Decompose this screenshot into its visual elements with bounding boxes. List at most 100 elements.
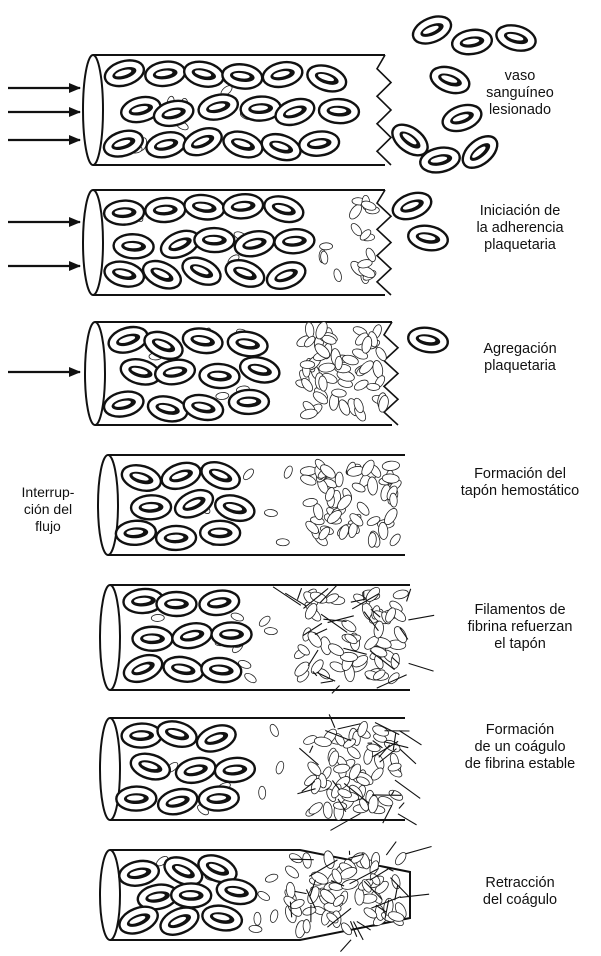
platelet (382, 460, 400, 471)
red-blood-cell (409, 11, 455, 49)
fibrin-strand (294, 891, 306, 893)
platelet (268, 723, 280, 738)
red-blood-cell (222, 192, 264, 220)
stage-label-line: fibrina refuerzan (435, 619, 601, 636)
red-blood-cell (198, 457, 244, 494)
red-blood-cell (494, 21, 539, 54)
fibrin-strand (297, 588, 301, 600)
platelet (333, 268, 343, 282)
red-blood-cell (226, 329, 269, 359)
platelet (322, 850, 335, 870)
fibrin-strand (315, 629, 327, 635)
red-blood-cell (132, 627, 172, 651)
platelet (355, 888, 364, 905)
red-blood-cell (200, 656, 242, 684)
platelet (216, 392, 230, 400)
platelet (258, 614, 272, 628)
fibrin-strand (321, 681, 333, 683)
red-blood-cell (211, 622, 251, 646)
platelet (319, 243, 332, 250)
red-blood-cell (121, 723, 162, 748)
stage-label-line: Formación (435, 722, 601, 739)
stage-label-line: Retracción (435, 875, 601, 892)
red-blood-cell (161, 654, 205, 685)
vessel-stage (100, 585, 434, 693)
fibrin-strand (399, 731, 421, 745)
platelet (264, 509, 278, 517)
fibrin-strand (338, 724, 361, 729)
red-blood-cell (144, 129, 188, 161)
platelet (335, 472, 344, 487)
platelet (367, 477, 378, 496)
platelet (374, 346, 389, 363)
red-blood-cell (156, 526, 196, 551)
red-blood-cell (128, 749, 173, 783)
side-note-line: Interrup- (4, 484, 92, 501)
platelet (269, 909, 279, 923)
stage-label-line: Formación del (435, 466, 601, 483)
stage-label: Iniciación dela adherenciaplaquetaria (435, 203, 601, 254)
platelet (302, 852, 313, 869)
platelet (258, 786, 265, 799)
red-blood-cell (229, 389, 270, 414)
red-blood-cell (102, 258, 146, 290)
stage-label-line: plaquetaria (435, 237, 601, 254)
red-blood-cell (116, 786, 157, 811)
red-blood-cell (194, 228, 235, 253)
stage-label-line: tapón hemostático (435, 483, 601, 500)
red-blood-cell (113, 233, 154, 259)
red-blood-cell (389, 188, 435, 224)
stage-label: Filamentos defibrina refuerzanel tapón (435, 602, 601, 653)
red-blood-cell (298, 129, 341, 158)
platelet (303, 919, 310, 932)
stage-label: Formaciónde un coágulode fibrina estable (435, 722, 601, 773)
fibrin-strand (408, 615, 434, 620)
stage-label-line: vaso (435, 68, 601, 85)
platelet (333, 763, 350, 774)
platelet (230, 612, 245, 623)
red-blood-cell (272, 94, 318, 129)
red-blood-cell (450, 27, 493, 57)
red-blood-cell (158, 458, 203, 493)
platelet (282, 465, 294, 480)
stage-label: vasosanguíneolesionado (435, 68, 601, 119)
platelet (264, 873, 279, 884)
stage-label: Retraccióndel coágulo (435, 875, 601, 909)
red-blood-cell (155, 785, 200, 818)
platelet (275, 760, 285, 774)
stage-label: Agregaciónplaquetaria (435, 341, 601, 375)
stage-label-line: Agregación (435, 341, 601, 358)
stage-label-line: Filamentos de (435, 602, 601, 619)
red-blood-cell (215, 876, 259, 907)
red-blood-cell (274, 228, 316, 255)
red-blood-cell (304, 61, 349, 96)
vessel-stage (100, 842, 432, 952)
vessel-stage (85, 320, 450, 425)
fibrin-strand (400, 749, 416, 764)
platelet (340, 618, 358, 634)
flow-interruption-label: Interrup- ción del flujo (4, 484, 92, 535)
platelet (256, 890, 271, 903)
fibrin-strand (291, 859, 314, 860)
stage-label-line: el tapón (435, 636, 601, 653)
vessel-stage (83, 188, 450, 295)
fibrin-strand (399, 803, 404, 809)
platelet (323, 802, 333, 819)
side-note-line: flujo (4, 518, 92, 535)
vessel-stage (100, 714, 421, 830)
stage-label-line: del coágulo (435, 892, 601, 909)
red-blood-cell (171, 485, 217, 523)
red-blood-cell (101, 126, 146, 161)
red-blood-cell (200, 902, 244, 933)
fibrin-strand (400, 894, 429, 897)
platelet (151, 614, 164, 622)
fibrin-strand (310, 746, 313, 753)
stage-label: Formación deltapón hemostático (435, 466, 601, 500)
stage-label-line: de un coágulo (435, 739, 601, 756)
vessel-stage (98, 455, 405, 555)
fibrin-strand (273, 587, 301, 606)
fibrin-strand (406, 846, 432, 853)
fibrin-strand (386, 842, 396, 855)
fibrin-strand (285, 593, 306, 606)
red-blood-cell (103, 200, 144, 226)
